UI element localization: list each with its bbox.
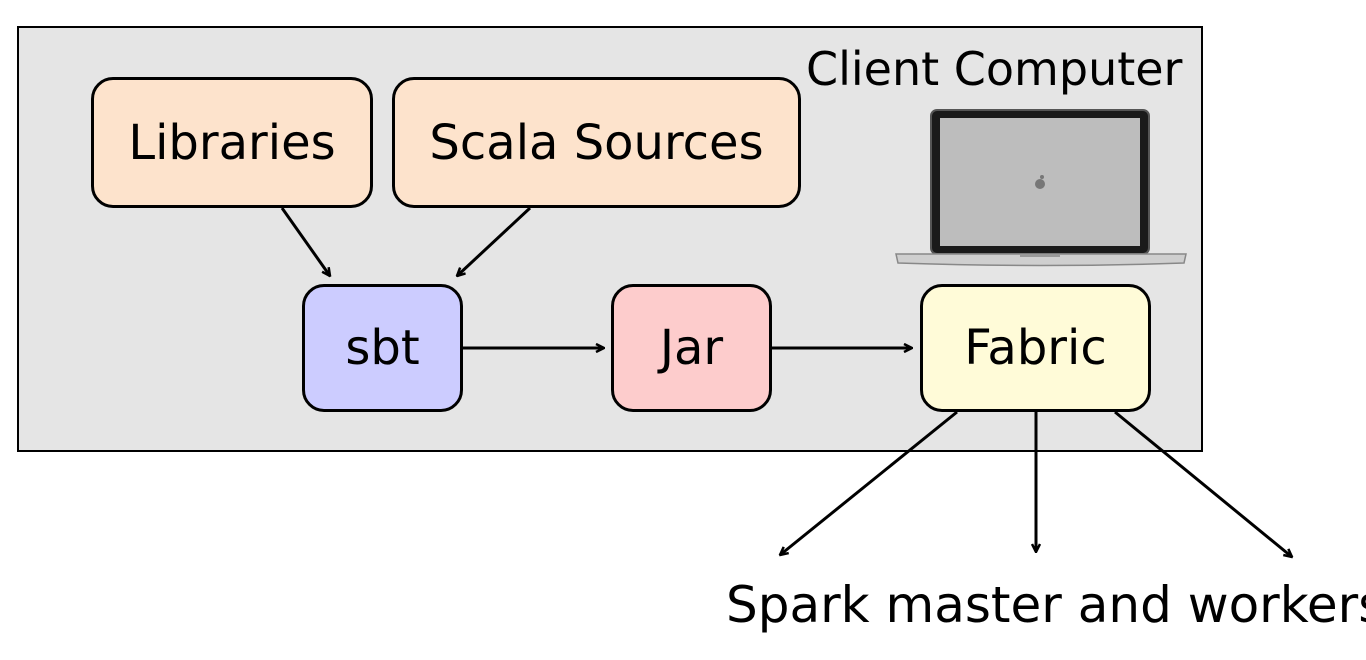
- apple-logo-icon: [1035, 175, 1045, 189]
- sbt-label: sbt: [345, 320, 420, 376]
- fabric-label: Fabric: [964, 320, 1107, 376]
- jar-node: Jar: [611, 284, 772, 412]
- arrow-fabric-to-left: [780, 410, 958, 555]
- arrow-fabric-to-right: [1114, 410, 1292, 557]
- libraries-label: Libraries: [128, 114, 336, 171]
- scala-sources-label: Scala Sources: [429, 114, 764, 171]
- spark-cluster-label: Spark master and workers.: [726, 576, 1366, 634]
- arrow-libraries-to-sbt: [280, 207, 330, 276]
- sbt-node: sbt: [302, 284, 463, 412]
- scala-sources-node: Scala Sources: [392, 77, 801, 208]
- libraries-node: Libraries: [91, 77, 373, 208]
- fabric-node: Fabric: [920, 284, 1151, 412]
- arrow-sources-to-sbt: [457, 206, 532, 276]
- laptop-icon: [895, 109, 1187, 267]
- jar-label: Jar: [659, 320, 724, 376]
- client-computer-title: Client Computer: [806, 42, 1183, 96]
